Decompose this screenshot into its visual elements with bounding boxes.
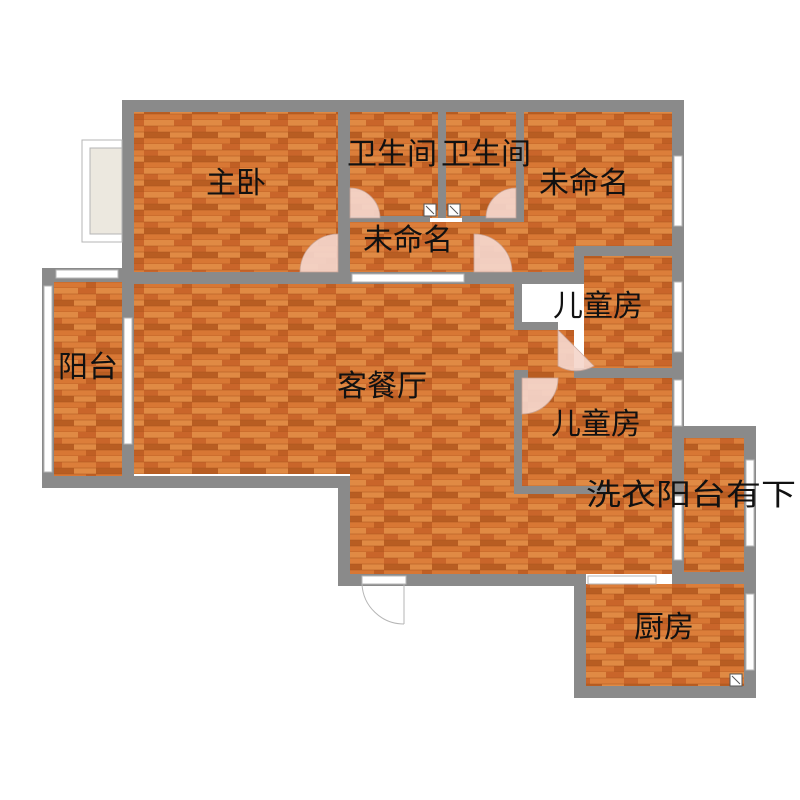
toilet-icon bbox=[447, 203, 461, 217]
label-kids-room-2: 儿童房 bbox=[551, 407, 641, 442]
floor-kids-room-1 bbox=[584, 256, 672, 368]
window-unnamed-room bbox=[673, 155, 683, 227]
door-swing-kids1 bbox=[557, 329, 595, 372]
window-balcony-left bbox=[43, 285, 53, 473]
door-swing-master bbox=[299, 233, 339, 273]
floor-kitchen bbox=[586, 584, 744, 686]
floor-laundry bbox=[684, 438, 744, 572]
label-balcony: 阳台 bbox=[58, 350, 118, 385]
window-kids-1 bbox=[673, 281, 683, 353]
label-kitchen: 厨房 bbox=[634, 610, 694, 645]
floor-unnamed-hall bbox=[350, 222, 474, 272]
floor-master-bedroom bbox=[134, 112, 338, 272]
window-laundry bbox=[745, 459, 755, 547]
label-living-dining: 客餐厅 bbox=[337, 369, 427, 404]
door-swing-kids2 bbox=[521, 377, 559, 415]
window-living-hall-top bbox=[351, 273, 465, 283]
floor-living-main bbox=[134, 282, 514, 474]
label-kids-room-1: 儿童房 bbox=[553, 289, 643, 324]
window-kitchen bbox=[745, 593, 755, 671]
windows bbox=[43, 155, 755, 671]
floor-balcony bbox=[54, 282, 122, 476]
bay-window bbox=[81, 139, 123, 243]
label-unnamed-hall: 未命名 bbox=[363, 223, 453, 258]
label-unnamed-room: 未命名 bbox=[539, 166, 629, 201]
floors bbox=[54, 112, 744, 686]
toilet-icon bbox=[423, 203, 437, 217]
label-master-bedroom: 主卧 bbox=[206, 166, 266, 201]
floor-living-bridge bbox=[514, 486, 672, 574]
label-bathroom-1: 卫生间 bbox=[347, 137, 437, 172]
door-swing-bath2 bbox=[485, 187, 517, 219]
label-laundry-balcony: 洗衣阳台有下 bbox=[586, 478, 796, 513]
opening-laundry-left bbox=[673, 495, 683, 561]
window-living-balcony bbox=[123, 317, 133, 445]
window-kids-2 bbox=[673, 379, 683, 427]
window-balcony-top bbox=[55, 269, 119, 279]
room-labels: 主卧 卫生间 卫生间 未命名 未命名 儿童房 阳台 客餐厅 儿童房 洗衣阳台有下… bbox=[58, 137, 796, 645]
opening-kitchen-top bbox=[587, 575, 657, 585]
label-bathroom-2: 卫生间 bbox=[441, 137, 531, 172]
door-swing-bath1 bbox=[349, 187, 381, 219]
door-swings bbox=[299, 187, 595, 415]
sink-icon bbox=[729, 673, 743, 687]
door-swing-icon bbox=[361, 575, 407, 625]
door-swing-unnamed bbox=[473, 233, 513, 273]
